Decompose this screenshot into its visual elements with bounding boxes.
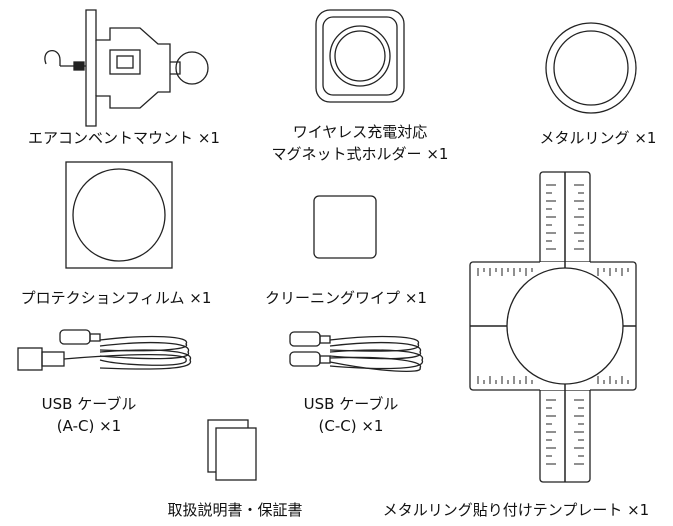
metal-ring-illustration [545,22,637,114]
manual-label: 取扱説明書・保証書 [167,501,303,519]
usb-cable-cc-label-line1: USB ケーブル [303,395,399,413]
usb-cable-cc-illustration [289,331,423,373]
usb-cable-ac-label-line2: (A-C) ×1 [56,417,122,435]
metal-ring-label: メタルリング ×1 [539,129,657,147]
air-vent-mount-label: エアコンベントマウント ×1 [28,129,220,147]
usb-cable-cc-label-line2: (C-C) ×1 [318,417,384,435]
ring-template-illustration [469,171,637,483]
usb-cable-ac-illustration [17,329,192,371]
template-ruler-ticks [477,184,629,465]
protection-film-illustration [65,161,173,269]
wireless-holder-label-line1: ワイヤレス充電対応 [292,123,428,141]
air-vent-mount-illustration [44,9,209,127]
wireless-holder-illustration [315,9,405,103]
ring-template-label: メタルリング貼り付けテンプレート ×1 [382,501,650,519]
wireless-holder-label-line2: マグネット式ホルダー ×1 [271,145,449,163]
manual-illustration [207,419,257,481]
cleaning-wipe-label: クリーニングワイプ ×1 [265,289,427,307]
protection-film-label: プロテクションフィルム ×1 [20,289,212,307]
cleaning-wipe-illustration [313,195,377,259]
usb-cable-ac-label-line1: USB ケーブル [41,395,137,413]
